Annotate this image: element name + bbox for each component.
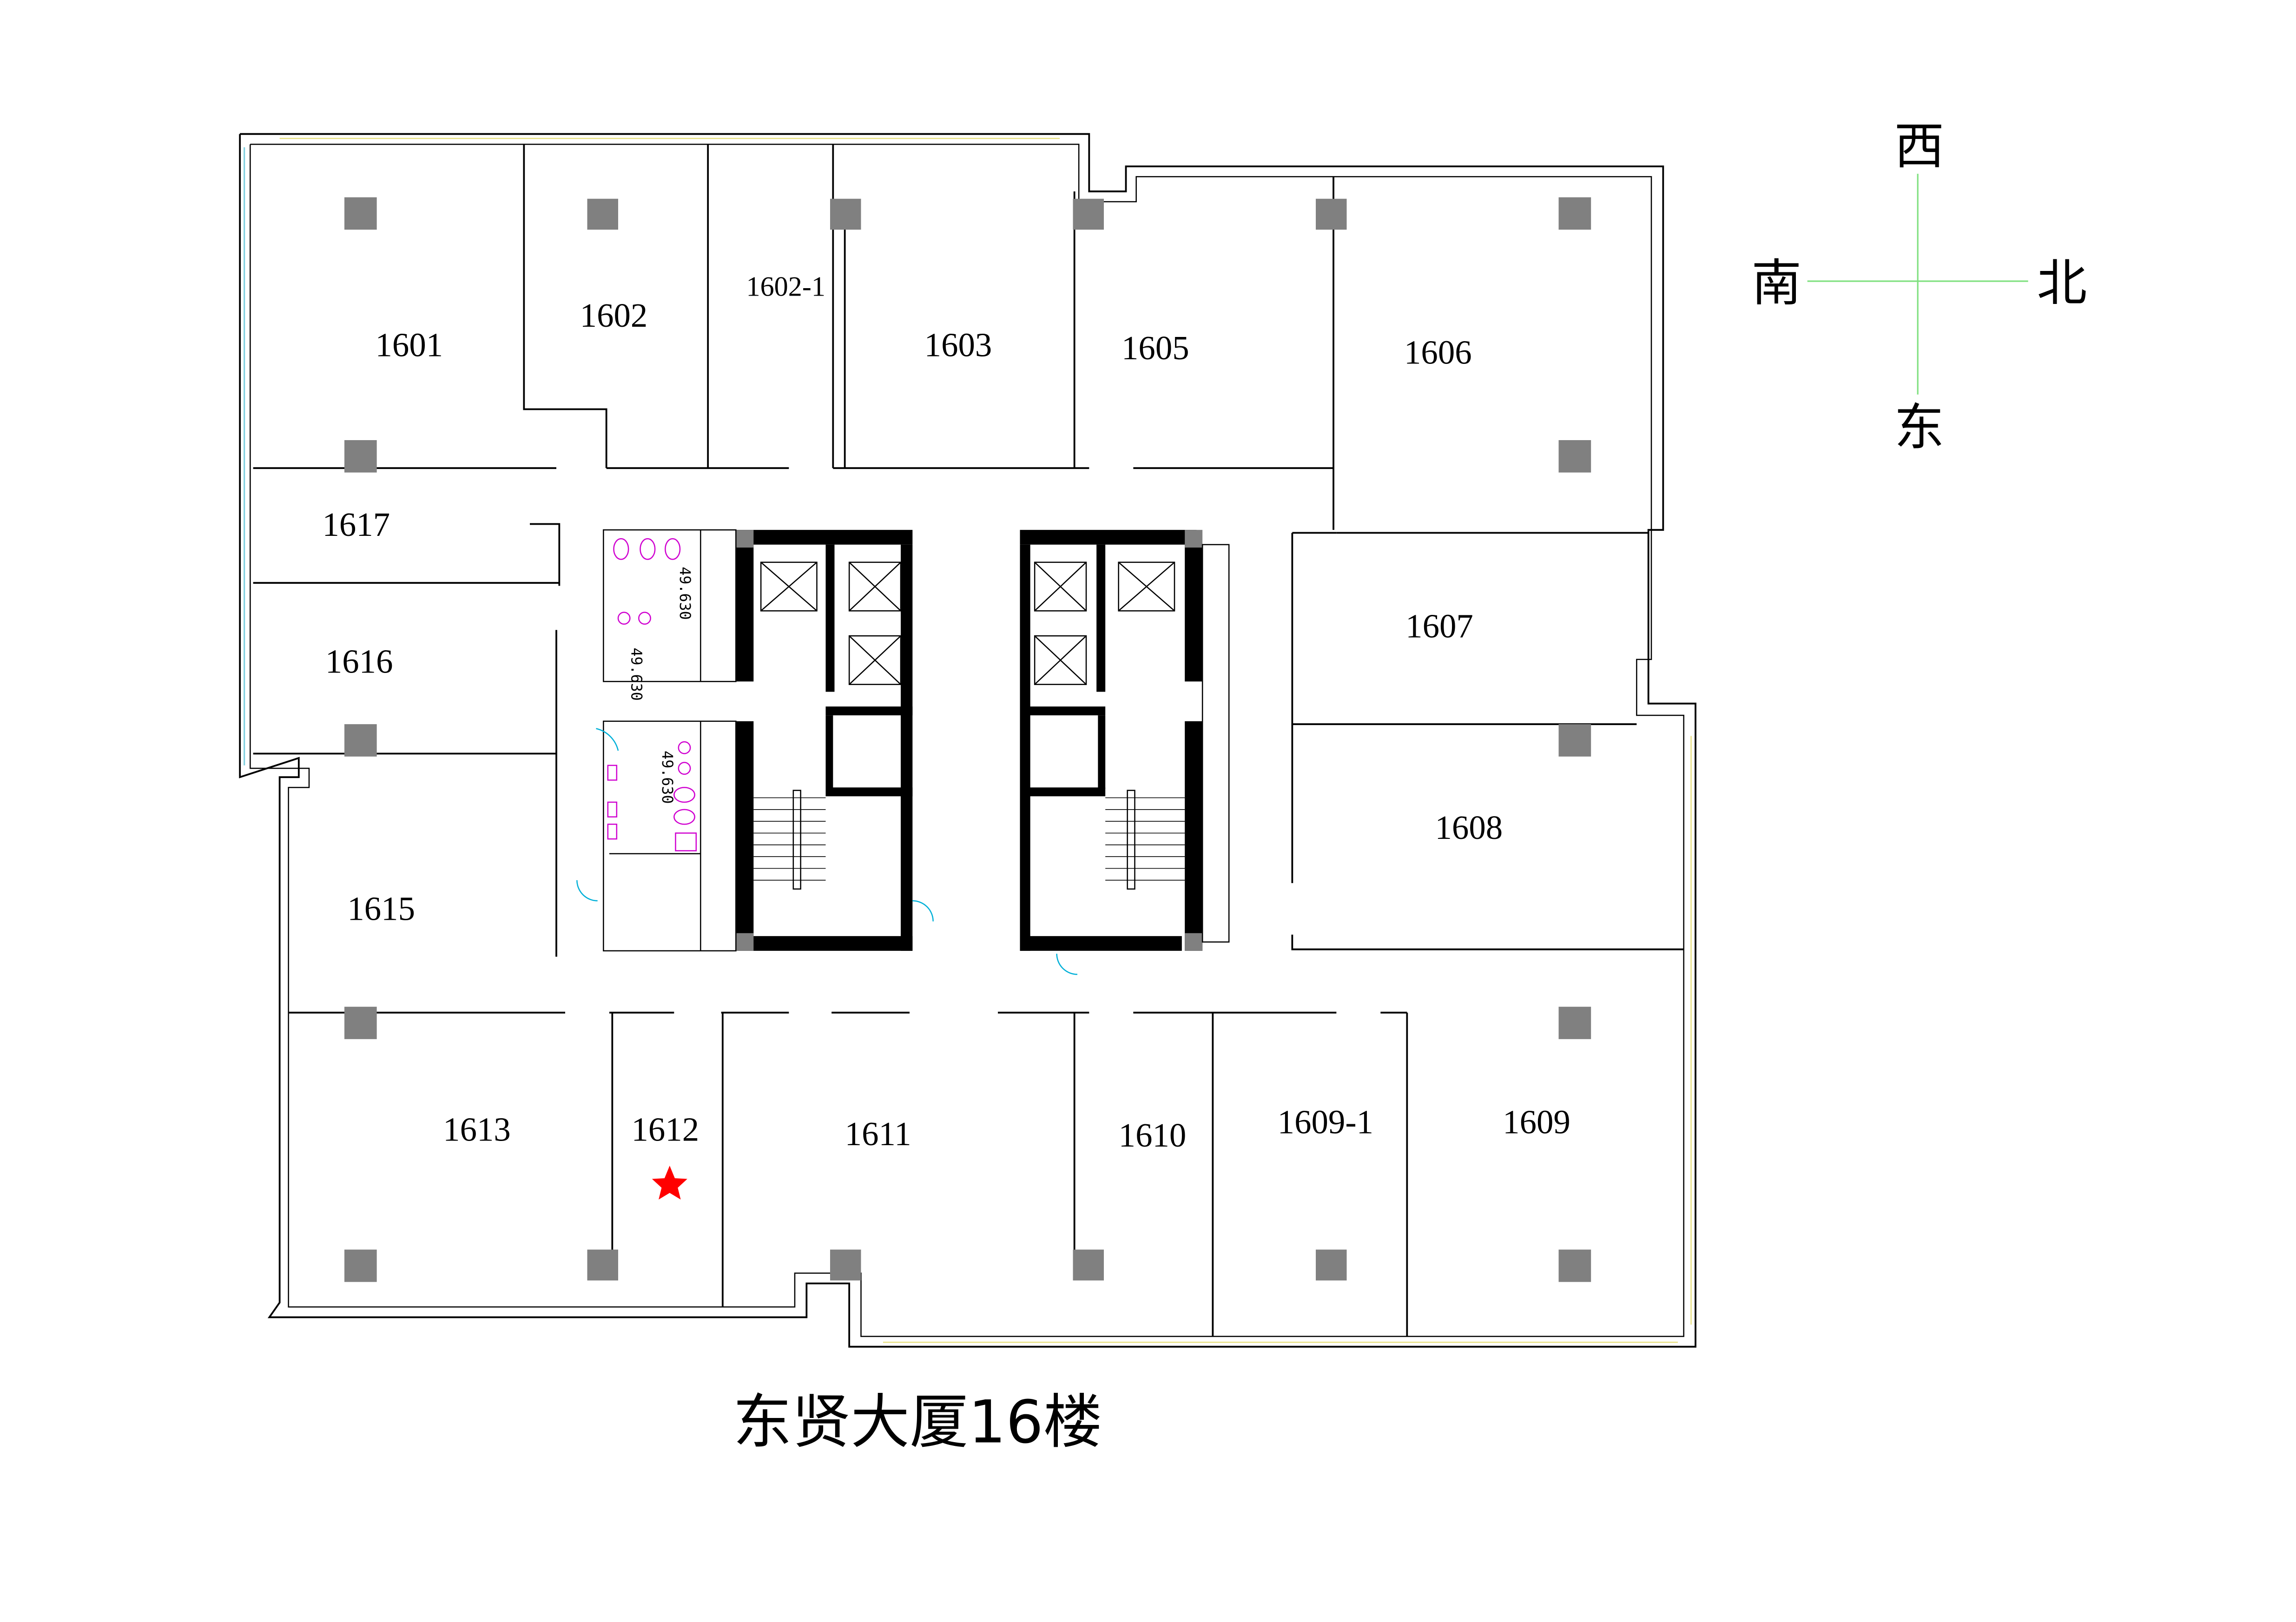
room-1610[interactable]: 1610 <box>1119 1116 1187 1154</box>
room-labels: 1601 1602 1602-1 1603 1605 1606 1607 160… <box>322 271 1570 1154</box>
washrooms: 49.630 49.630 49.630 <box>576 529 934 952</box>
elevation-label: 49.630 <box>676 567 693 620</box>
core-left <box>736 530 913 951</box>
interior-partitions <box>253 144 1684 1337</box>
room-1612[interactable]: 1612 <box>631 1110 699 1148</box>
compass-south: 南 <box>1751 254 1801 312</box>
room-1607[interactable]: 1607 <box>1405 607 1473 645</box>
room-1605[interactable]: 1605 <box>1122 329 1189 367</box>
room-1616[interactable]: 1616 <box>325 642 393 680</box>
room-1601[interactable]: 1601 <box>375 326 443 364</box>
room-1609[interactable]: 1609 <box>1503 1103 1570 1141</box>
structural-columns <box>344 197 1591 1282</box>
room-1602[interactable]: 1602 <box>580 297 648 334</box>
compass-north: 北 <box>2037 254 2087 312</box>
exterior-walls <box>239 133 1696 1348</box>
room-1606[interactable]: 1606 <box>1404 333 1472 371</box>
room-1602-1[interactable]: 1602-1 <box>746 271 825 303</box>
room-1613[interactable]: 1613 <box>443 1110 511 1148</box>
room-1608[interactable]: 1608 <box>1435 809 1503 846</box>
room-1617[interactable]: 1617 <box>322 506 390 543</box>
elevation-label: 49.630 <box>659 751 675 804</box>
elevation-label: 49.630 <box>628 648 645 701</box>
room-1603[interactable]: 1603 <box>924 326 992 364</box>
plan-title: 东贤大厦16楼 <box>733 1388 1102 1457</box>
star-icon <box>652 1166 687 1200</box>
room-1615[interactable]: 1615 <box>347 890 415 927</box>
room-1609-1[interactable]: 1609-1 <box>1278 1103 1373 1141</box>
compass-east: 东 <box>1894 399 1945 457</box>
compass-west: 西 <box>1894 118 1945 176</box>
core-right <box>1020 530 1230 975</box>
compass: 西 南 北 东 <box>1751 118 2087 457</box>
room-1611[interactable]: 1611 <box>845 1115 911 1153</box>
